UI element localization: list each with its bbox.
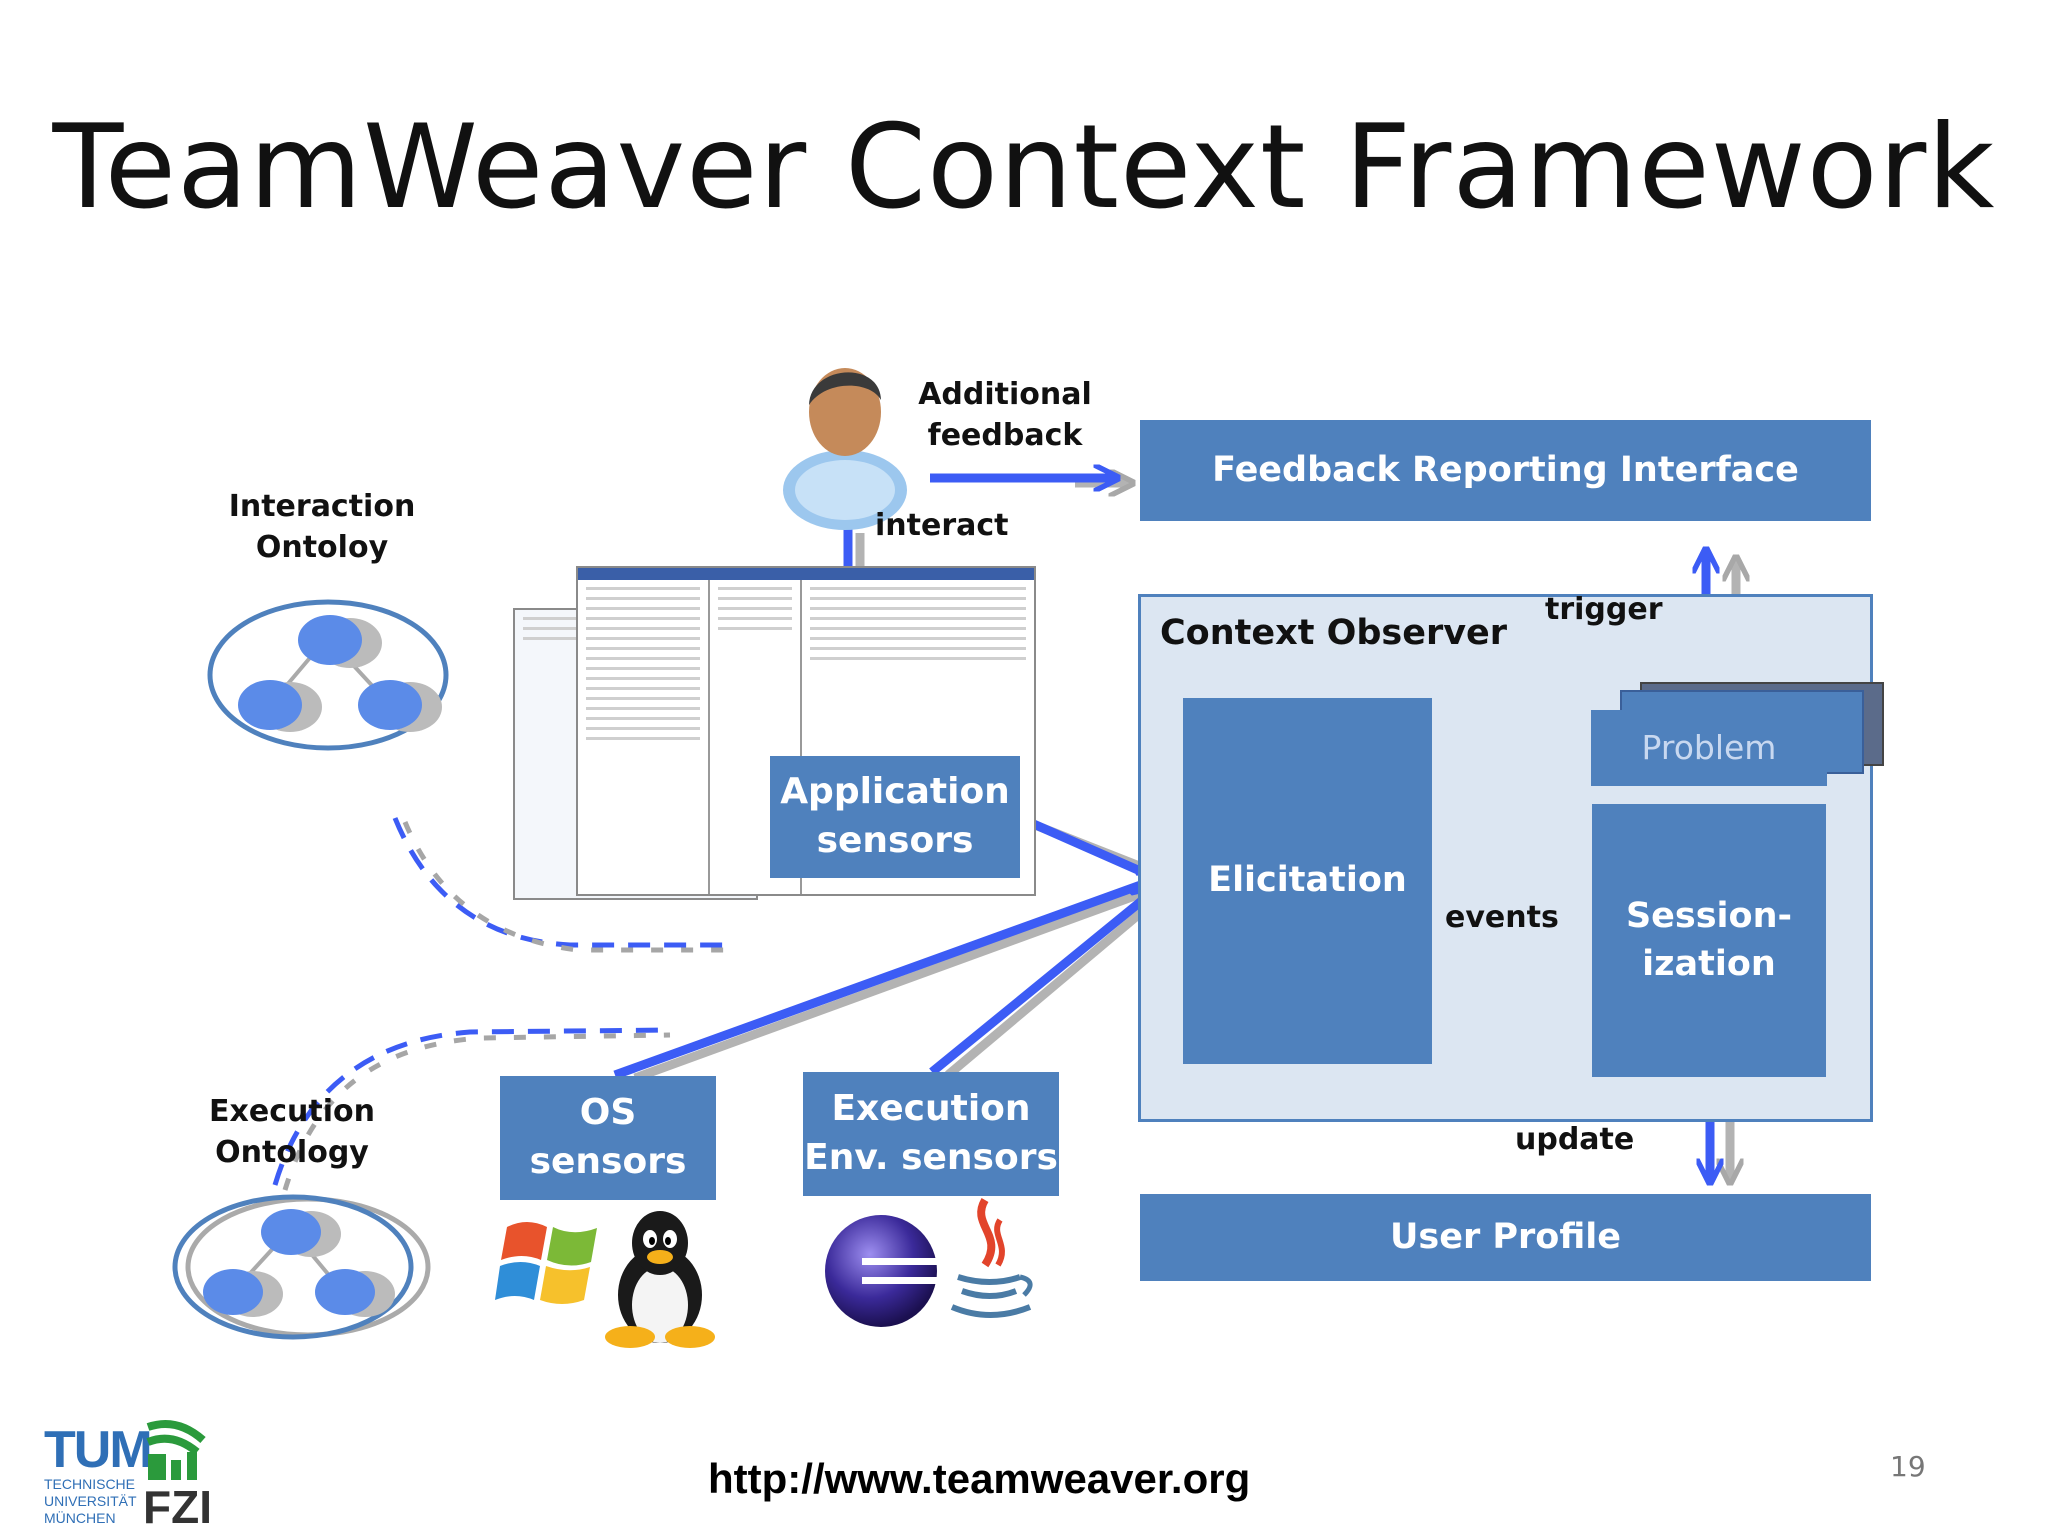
tum-logo-line-1: TECHNISCHE (44, 1476, 136, 1492)
context-observer-label: Context Observer (1160, 613, 1508, 653)
page-number: 19 (1890, 1450, 1926, 1483)
user-profile-box: User Profile (1140, 1194, 1871, 1281)
os-sensors-box: OS sensors (500, 1076, 716, 1200)
java-logo-icon (950, 1197, 1033, 1318)
execution-env-sensors-box: Execution Env. sensors (803, 1072, 1059, 1196)
problem-box: Problem (1591, 710, 1827, 786)
arrow-exec-sensors (929, 890, 1155, 1076)
eclipse-logo-icon (825, 1215, 940, 1327)
sessionization-box: Session- ization (1592, 804, 1826, 1077)
tum-logo-line-2: UNIVERSITÄT (44, 1492, 137, 1509)
elicitation-box: Elicitation (1183, 698, 1432, 1064)
tum-logo-mark: TUM (44, 1421, 153, 1479)
windows-logo-icon (495, 1222, 597, 1304)
feedback-reporting-interface-box: Feedback Reporting Interface (1140, 420, 1871, 521)
execution-ontology-label: Execution Ontology (209, 1094, 375, 1170)
fzi-logo-icon (146, 1420, 206, 1480)
arrow-os-sensors (613, 878, 1160, 1080)
fzi-logo-text: FZI (143, 1481, 212, 1533)
slide-title: TeamWeaver Context Framework (52, 100, 1996, 235)
tum-logo: TUM TECHNISCHE UNIVERSITÄT MÜNCHEN (44, 1421, 153, 1526)
interaction-ontology-icon (207, 599, 449, 751)
linux-tux-icon (605, 1211, 715, 1348)
interaction-ontology-label: Interaction Ontoloy (228, 489, 416, 565)
events-label: events (1445, 900, 1559, 935)
interact-label: interact (875, 508, 1009, 543)
trigger-label: trigger (1545, 592, 1663, 627)
application-sensors-box: Application sensors (770, 756, 1020, 878)
tum-logo-line-3: MÜNCHEN (44, 1509, 116, 1526)
execution-ontology-icon (172, 1194, 431, 1340)
website-url[interactable]: http://www.teamweaver.org (708, 1455, 1251, 1502)
user-person-icon (783, 368, 907, 530)
additional-feedback-label: Additional feedback (918, 377, 1092, 453)
update-label: update (1515, 1122, 1635, 1157)
